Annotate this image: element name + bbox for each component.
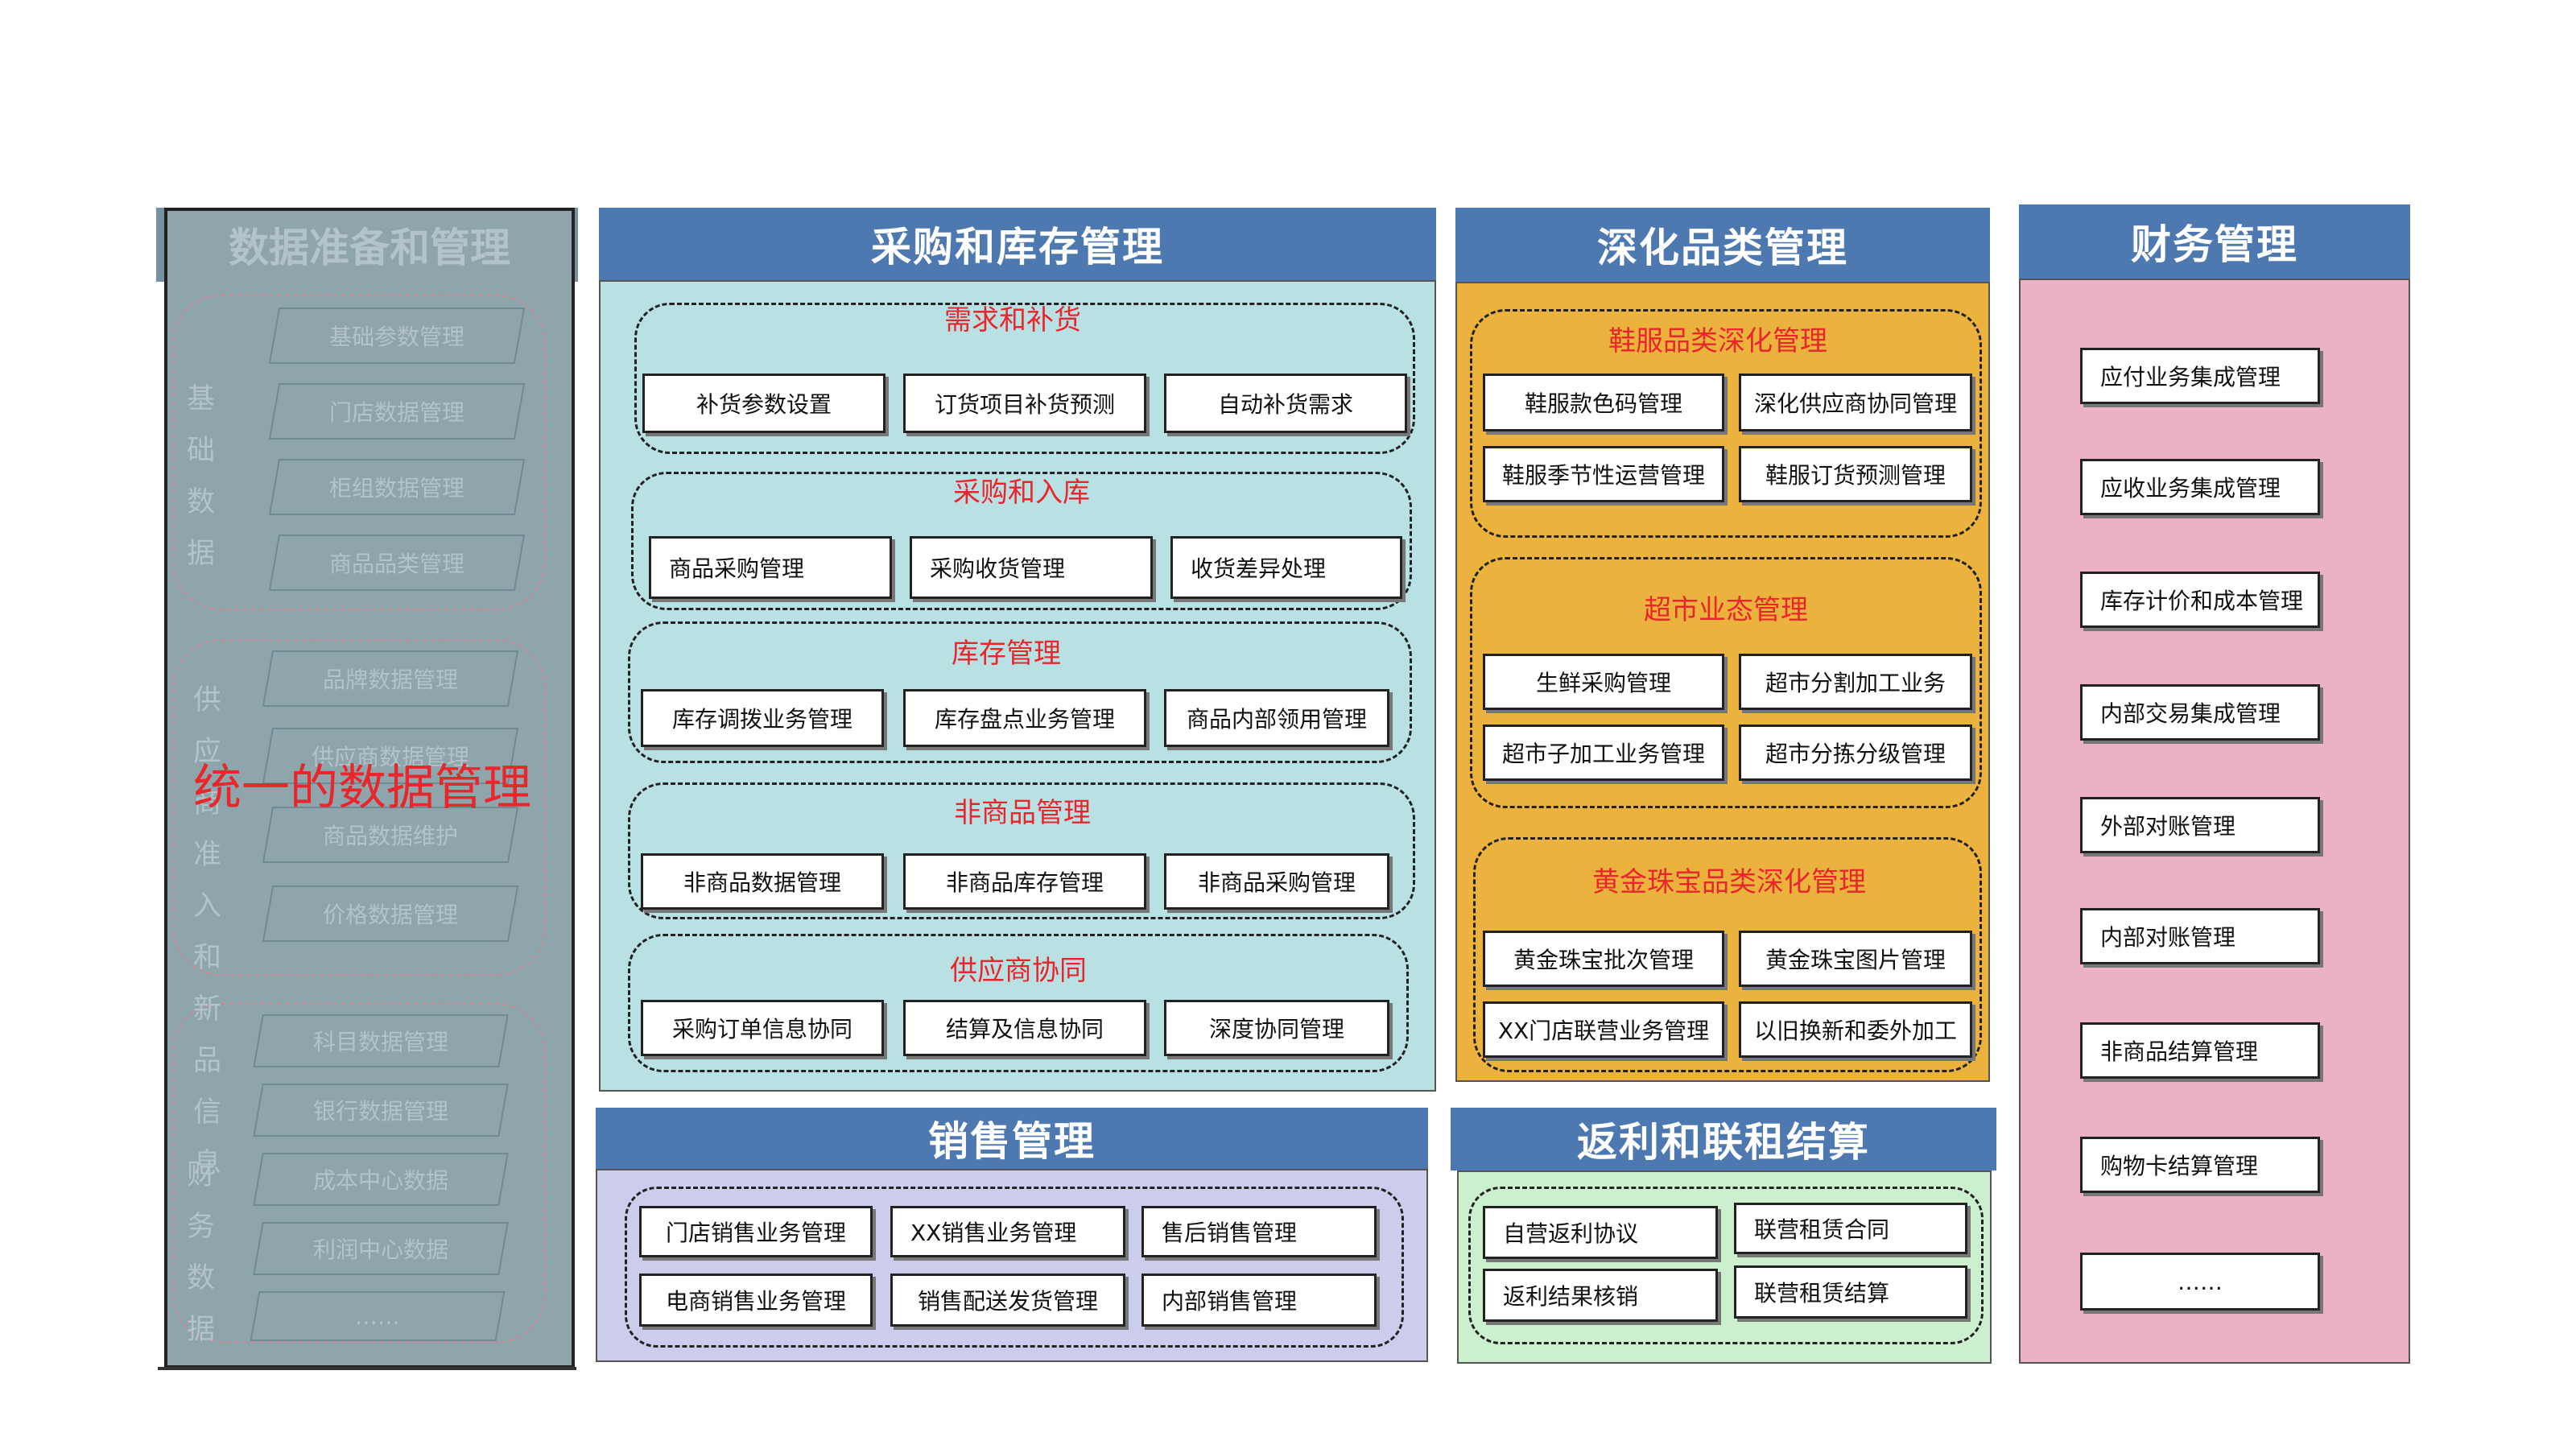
purchase-item[interactable]: 采购收货管理: [910, 536, 1153, 599]
finance-data-label: 财务数据: [187, 1159, 216, 1346]
purchase-item[interactable]: 自动补货需求: [1164, 374, 1407, 433]
finance-data-item[interactable]: ……: [250, 1291, 506, 1341]
purchase-item[interactable]: 商品采购管理: [649, 536, 892, 599]
category-item[interactable]: 黄金珠宝图片管理: [1739, 931, 1972, 987]
sales-item[interactable]: 门店销售业务管理: [639, 1206, 873, 1257]
finance-data-item[interactable]: 利润中心数据: [253, 1222, 509, 1275]
supplier-data-group: [172, 639, 546, 976]
supplier-data-label: 供应商准入和新品信息: [193, 684, 222, 1180]
purchase-group-title: 非商品管理: [954, 797, 1091, 829]
purchase-group-title: 库存管理: [952, 638, 1061, 670]
purchase-group-inventory: [628, 621, 1412, 763]
finance-item[interactable]: 应付业务集成管理: [2080, 348, 2320, 404]
finance-item[interactable]: 非商品结算管理: [2080, 1022, 2320, 1079]
purchase-group-title: 采购和入库: [953, 477, 1090, 509]
purchase-group-receive: [631, 472, 1412, 610]
supplier-item[interactable]: 价格数据管理: [262, 886, 519, 942]
purchase-group-demand: [634, 303, 1415, 454]
supplier-item[interactable]: 品牌数据管理: [262, 650, 519, 707]
finance-item[interactable]: 内部交易集成管理: [2080, 684, 2320, 741]
category-item[interactable]: 生鲜采购管理: [1483, 654, 1724, 710]
purchase-item[interactable]: 深度协同管理: [1164, 1000, 1389, 1056]
purchase-group-supplier: [628, 934, 1409, 1072]
category-item[interactable]: XX门店联营业务管理: [1483, 1001, 1724, 1058]
purchase-group-title: 供应商协同: [950, 955, 1087, 987]
category-group-jewelry: [1473, 837, 1982, 1072]
category-header: 深化品类管理: [1455, 208, 1990, 282]
finance-data-item[interactable]: 科目数据管理: [253, 1014, 509, 1067]
purchase-header: 采购和库存管理: [599, 208, 1436, 280]
rebate-item[interactable]: 联营租赁合同: [1734, 1203, 1967, 1254]
finance-data-group: [172, 1003, 546, 1343]
finance-data-item[interactable]: 银行数据管理: [253, 1084, 509, 1137]
data-prep-column: 数据准备和管理: [156, 208, 578, 1368]
sales-item[interactable]: 销售配送发货管理: [890, 1274, 1125, 1327]
basic-data-label: 基础数据: [187, 383, 216, 570]
rebate-item[interactable]: 自营返利协议: [1483, 1206, 1718, 1259]
category-group-title: 鞋服品类深化管理: [1608, 325, 1827, 357]
rebate-item[interactable]: 联营租赁结算: [1734, 1265, 1967, 1319]
finance-data-item[interactable]: 成本中心数据: [253, 1153, 509, 1206]
category-item[interactable]: 深化供应商协同管理: [1739, 374, 1972, 431]
rebate-group: [1468, 1187, 1984, 1344]
finance-header: 财务管理: [2019, 204, 2410, 279]
sales-item[interactable]: XX销售业务管理: [890, 1206, 1125, 1257]
finance-item[interactable]: 购物卡结算管理: [2080, 1137, 2320, 1193]
data-prep-bottom-line: [158, 1367, 576, 1370]
category-item[interactable]: 以旧换新和委外加工: [1739, 1001, 1972, 1058]
unified-data-overlay: 统一的数据管理: [193, 760, 531, 816]
basic-item[interactable]: 基础参数管理: [268, 308, 526, 364]
category-item[interactable]: 鞋服订货预测管理: [1739, 446, 1972, 502]
basic-item[interactable]: 商品品类管理: [268, 535, 526, 591]
purchase-item[interactable]: 结算及信息协同: [903, 1000, 1146, 1056]
purchase-item[interactable]: 收货差异处理: [1170, 536, 1402, 599]
category-item[interactable]: 超市分割加工业务: [1739, 654, 1972, 710]
purchase-item[interactable]: 采购订单信息协同: [641, 1000, 884, 1056]
finance-item[interactable]: 应收业务集成管理: [2080, 459, 2320, 515]
sales-header: 销售管理: [596, 1108, 1428, 1169]
sales-panel: [596, 1169, 1428, 1362]
purchase-item[interactable]: 商品内部领用管理: [1164, 689, 1389, 747]
finance-item[interactable]: 库存计价和成本管理: [2080, 572, 2320, 628]
finance-item[interactable]: ……: [2080, 1253, 2320, 1311]
sales-item[interactable]: 电商销售业务管理: [639, 1274, 873, 1327]
basic-item[interactable]: 门店数据管理: [268, 383, 526, 440]
category-item[interactable]: 超市子加工业务管理: [1483, 724, 1724, 781]
data-prep-panel: [164, 208, 575, 1368]
category-item[interactable]: 超市分拣分级管理: [1739, 724, 1972, 781]
data-prep-title: 数据准备和管理: [229, 225, 510, 271]
purchase-group-title: 需求和补货: [944, 304, 1081, 336]
purchase-item[interactable]: 补货参数设置: [642, 374, 886, 433]
category-group-supermarket: [1470, 557, 1982, 808]
purchase-item[interactable]: 非商品采购管理: [1164, 853, 1389, 910]
purchase-item[interactable]: 非商品库存管理: [903, 853, 1146, 910]
sales-item[interactable]: 内部销售管理: [1141, 1274, 1377, 1327]
category-group-title: 黄金珠宝品类深化管理: [1592, 866, 1866, 898]
category-item[interactable]: 鞋服款色码管理: [1483, 374, 1724, 431]
purchase-item[interactable]: 库存盘点业务管理: [903, 689, 1146, 747]
category-item[interactable]: 鞋服季节性运营管理: [1483, 446, 1724, 502]
purchase-item[interactable]: 库存调拨业务管理: [641, 689, 884, 747]
purchase-group-nongoods: [628, 782, 1415, 919]
purchase-item[interactable]: 订货项目补货预测: [903, 374, 1146, 433]
rebate-item[interactable]: 返利结果核销: [1483, 1269, 1718, 1322]
sales-group: [625, 1187, 1404, 1348]
basic-item[interactable]: 柜组数据管理: [268, 459, 526, 515]
category-item[interactable]: 黄金珠宝批次管理: [1483, 931, 1724, 987]
finance-item[interactable]: 外部对账管理: [2080, 797, 2320, 853]
sales-item[interactable]: 售后销售管理: [1141, 1206, 1377, 1257]
purchase-item[interactable]: 非商品数据管理: [641, 853, 884, 910]
finance-item[interactable]: 内部对账管理: [2080, 908, 2320, 964]
rebate-header: 返利和联租结算: [1451, 1108, 1996, 1170]
basic-data-group: [172, 295, 546, 610]
category-group-shoes: [1470, 309, 1982, 538]
category-group-title: 超市业态管理: [1644, 594, 1808, 626]
